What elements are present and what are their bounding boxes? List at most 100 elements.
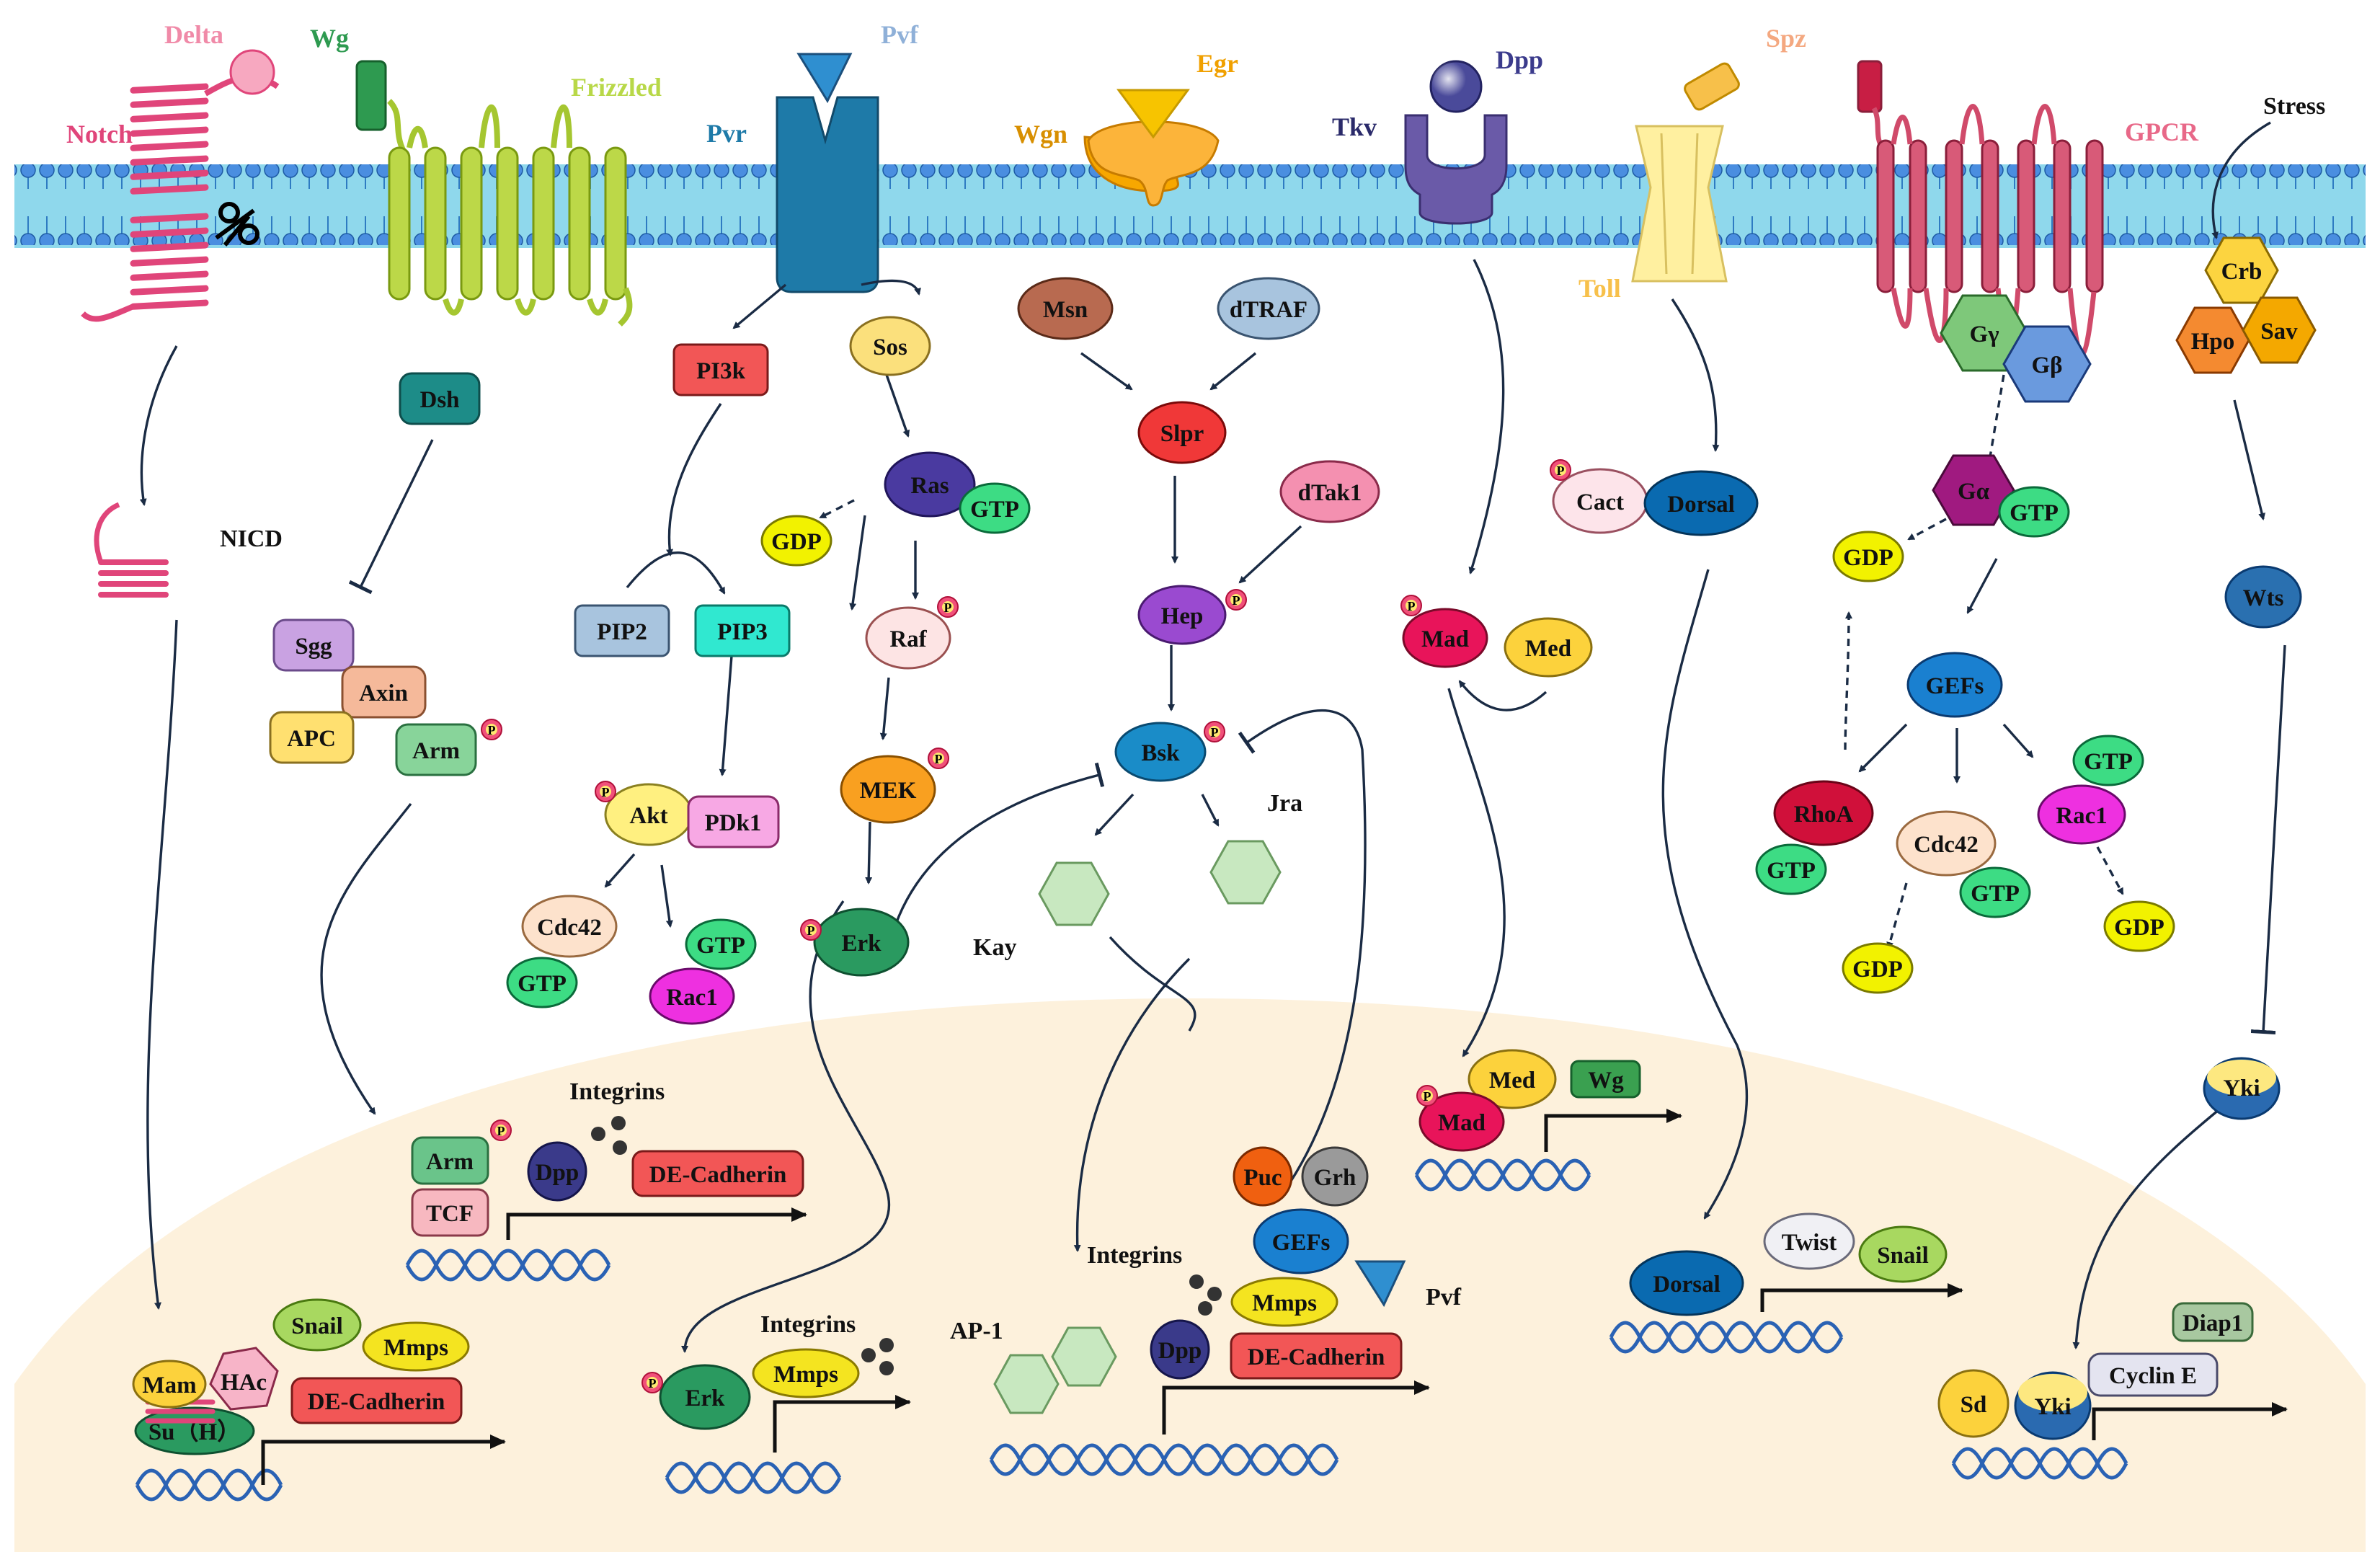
svg-text:P: P xyxy=(944,600,952,615)
pvf-label: Pvf xyxy=(881,20,919,49)
svg-text:Msn: Msn xyxy=(1043,297,1088,323)
phospho-icon: P xyxy=(595,781,616,802)
svg-text:Mmps: Mmps xyxy=(383,1335,448,1361)
svg-text:GDP: GDP xyxy=(1852,957,1903,983)
jra-hexagon xyxy=(1209,840,1282,905)
dsh-node: Dsh xyxy=(399,372,481,425)
svg-text:Hpo: Hpo xyxy=(2191,329,2235,355)
toll-label: Toll xyxy=(1578,274,1621,303)
svg-text:Mmps: Mmps xyxy=(1252,1290,1317,1316)
svg-text:Arm: Arm xyxy=(426,1149,474,1175)
svg-text:DE-Cadherin: DE-Cadherin xyxy=(1248,1344,1385,1370)
egr-ligand xyxy=(1116,89,1190,139)
cell-membrane xyxy=(14,164,2366,248)
svg-text:Yki: Yki xyxy=(2034,1394,2071,1420)
svg-text:P: P xyxy=(1424,1089,1431,1104)
svg-text:Axin: Axin xyxy=(359,680,408,706)
svg-text:Snail: Snail xyxy=(291,1313,343,1339)
mad-node: Mad xyxy=(1402,608,1488,668)
phospho-icon: P xyxy=(1416,1085,1438,1107)
dorsal-node: Dorsal xyxy=(1643,470,1759,536)
svg-text:Diap1: Diap1 xyxy=(2183,1311,2243,1336)
svg-text:P: P xyxy=(602,785,610,799)
pvf-label: Pvf xyxy=(1426,1284,1462,1311)
diap1-node: Diap1 xyxy=(2172,1302,2254,1342)
pvr-label: Pvr xyxy=(706,119,747,148)
phospho-icon: P xyxy=(490,1119,512,1141)
delta-ligand xyxy=(229,49,275,95)
twist-node: Twist xyxy=(1763,1212,1855,1270)
rac1-node: Rac1 xyxy=(2037,784,2126,845)
g-beta-node: Gβ xyxy=(2002,325,2092,403)
svg-text:HAc: HAc xyxy=(221,1370,267,1396)
mmps-node: Mmps xyxy=(752,1348,860,1398)
svg-text:Dsh: Dsh xyxy=(419,387,459,413)
integrins-label: Integrins xyxy=(760,1311,856,1338)
hpo-node: Hpo xyxy=(2175,306,2250,374)
spz-label: Spz xyxy=(1766,24,1806,53)
tcf-node: TCF xyxy=(411,1188,489,1237)
dna-erk xyxy=(665,1395,911,1494)
msn-node: Msn xyxy=(1017,277,1114,340)
mek-node: MEK xyxy=(840,755,936,824)
svg-text:TCF: TCF xyxy=(426,1201,474,1227)
svg-text:GDP: GDP xyxy=(771,529,822,555)
pi3k-node: PI3k xyxy=(672,343,769,396)
puc-node: Puc xyxy=(1233,1146,1293,1207)
med-node: Med xyxy=(1467,1049,1557,1109)
svg-text:PDk1: PDk1 xyxy=(705,810,762,836)
svg-text:GDP: GDP xyxy=(2114,915,2164,941)
phospho-icon: P xyxy=(1400,595,1422,616)
svg-text:Dpp: Dpp xyxy=(1158,1338,1202,1364)
sd-node: Sd xyxy=(1937,1369,2010,1438)
svg-text:GTP: GTP xyxy=(696,933,745,959)
kay-label: Kay xyxy=(973,934,1016,961)
svg-text:GTP: GTP xyxy=(2010,500,2059,526)
integrin-dots xyxy=(861,1338,894,1375)
raf-node: Raf xyxy=(865,606,951,670)
slpr-node: Slpr xyxy=(1137,401,1227,464)
g-alpha-node: Gα xyxy=(1932,454,2015,526)
svg-text:Cact: Cact xyxy=(1576,489,1624,515)
svg-text:Crb: Crb xyxy=(2221,259,2263,285)
integrin-dots xyxy=(591,1116,627,1155)
wg-label: Wg xyxy=(310,24,349,53)
cact-node: Cact xyxy=(1552,468,1648,534)
decadherin-node: DE-Cadherin xyxy=(290,1377,463,1424)
pvf-ligand xyxy=(1354,1260,1406,1308)
gdp-node: GDP xyxy=(760,515,832,567)
stress-label: Stress xyxy=(2263,93,2325,120)
gpcr-receptor xyxy=(1857,60,2104,357)
svg-text:Akt: Akt xyxy=(629,803,667,829)
gtp-node: GTP xyxy=(959,482,1031,534)
svg-text:GTP: GTP xyxy=(970,497,1019,523)
svg-text:dTak1: dTak1 xyxy=(1298,480,1362,506)
wgn-label: Wgn xyxy=(1014,120,1067,148)
svg-text:P: P xyxy=(1233,593,1240,608)
dtraf-node: dTRAF xyxy=(1217,277,1320,340)
pvr-receptor xyxy=(776,96,879,293)
gtp-node: GTP xyxy=(1755,843,1827,895)
arm-node: Arm xyxy=(395,723,477,776)
svg-text:GTP: GTP xyxy=(1971,881,2020,907)
dna-dorsal xyxy=(1609,1283,1963,1354)
svg-text:P: P xyxy=(1557,464,1565,478)
mad-node: Mad xyxy=(1418,1091,1505,1152)
rhoa-node: RhoA xyxy=(1773,780,1874,846)
svg-text:Cdc42: Cdc42 xyxy=(537,915,602,941)
tkv-receptor xyxy=(1404,114,1508,225)
svg-text:PIP3: PIP3 xyxy=(717,619,768,645)
cdc42-node: Cdc42 xyxy=(1896,810,1997,877)
svg-text:MEK: MEK xyxy=(860,778,917,804)
gtp-node: GTP xyxy=(506,957,578,1008)
phospho-icon: P xyxy=(928,748,949,769)
dpp-node: Dpp xyxy=(1150,1319,1210,1380)
svg-text:P: P xyxy=(649,1376,657,1391)
svg-text:GTP: GTP xyxy=(1767,858,1816,884)
svg-text:P: P xyxy=(488,723,496,737)
pip2-node: PIP2 xyxy=(574,604,670,657)
svg-text:Mam: Mam xyxy=(142,1373,196,1398)
ap1-label: AP-1 xyxy=(950,1318,1003,1344)
mmps-node: Mmps xyxy=(362,1321,470,1372)
